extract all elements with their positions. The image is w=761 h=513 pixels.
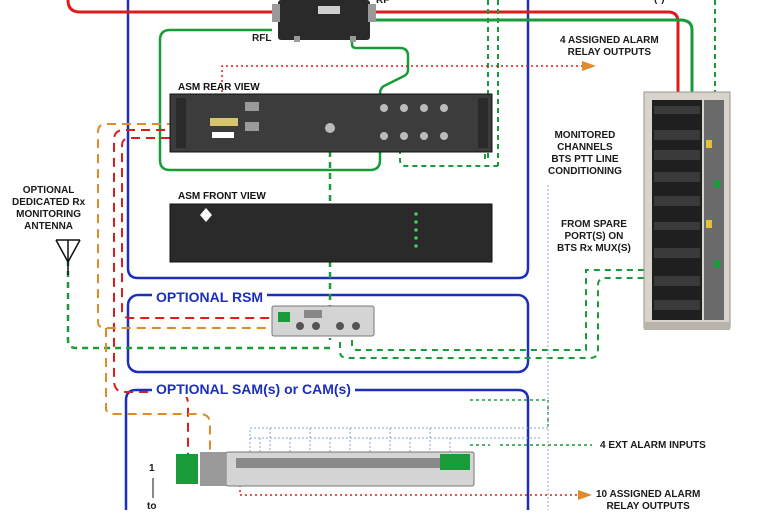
asm-front-view-title: ASM FRONT VIEW [178, 191, 266, 202]
alarm-relay-10-label: 10 ASSIGNED ALARM RELAY OUTPUTS [596, 489, 701, 512]
paren-mark: (*) [654, 0, 665, 6]
range-start-number: 1 [149, 463, 155, 474]
optional-antenna-label: OPTIONAL DEDICATED Rx MONITORING ANTENNA [12, 185, 86, 232]
optional-sam-cam-title: OPTIONAL SAM(s) or CAM(s) [152, 381, 355, 397]
asm-rear-panel [169, 93, 493, 153]
green-dashed-top [484, 0, 716, 166]
green-dashed-ext-alarm [470, 399, 592, 446]
red-dotted-alarm-top [221, 65, 582, 122]
green-return-loop [158, 28, 410, 172]
rf-feed-line-green [370, 18, 694, 92]
asm-front-panel [169, 203, 493, 263]
rx-antenna-icon [55, 239, 81, 275]
monitored-channels-label: MONITORED CHANNELS BTS PTT LINE CONDITIO… [548, 130, 622, 177]
sam-section-box [124, 388, 530, 510]
range-to-text: to [147, 501, 157, 512]
arrow-alarm-10 [578, 490, 592, 500]
green-dashed-monitored [399, 100, 498, 167]
orange-dashed-control [97, 123, 270, 455]
ext-alarm-inputs-label: 4 EXT ALARM INPUTS [600, 440, 706, 451]
asm-section-box [126, 0, 530, 280]
green-dashed-spare-port [339, 269, 648, 359]
asm-rear-view-title: ASM REAR VIEW [178, 82, 260, 93]
spare-port-label: FROM SPARE PORT(S) ON BTS Rx MUX(S) [557, 219, 631, 254]
rf-feed-line-red [66, 0, 680, 92]
rfl-coupler-device [272, 0, 376, 42]
rf-label: RF [376, 0, 390, 6]
bts-equipment-rack [643, 91, 731, 330]
optional-rsm-title: OPTIONAL RSM [152, 289, 268, 305]
alarm-relay-4-label: 4 ASSIGNED ALARM RELAY OUTPUTS [560, 35, 659, 58]
rsm-module [271, 305, 375, 337]
rsm-section-box [126, 293, 530, 374]
lightblue-dotted-links [249, 185, 549, 510]
arrow-alarm-4 [582, 61, 596, 71]
rfl-label: RFL [252, 33, 272, 44]
sam-cam-module [176, 451, 475, 487]
